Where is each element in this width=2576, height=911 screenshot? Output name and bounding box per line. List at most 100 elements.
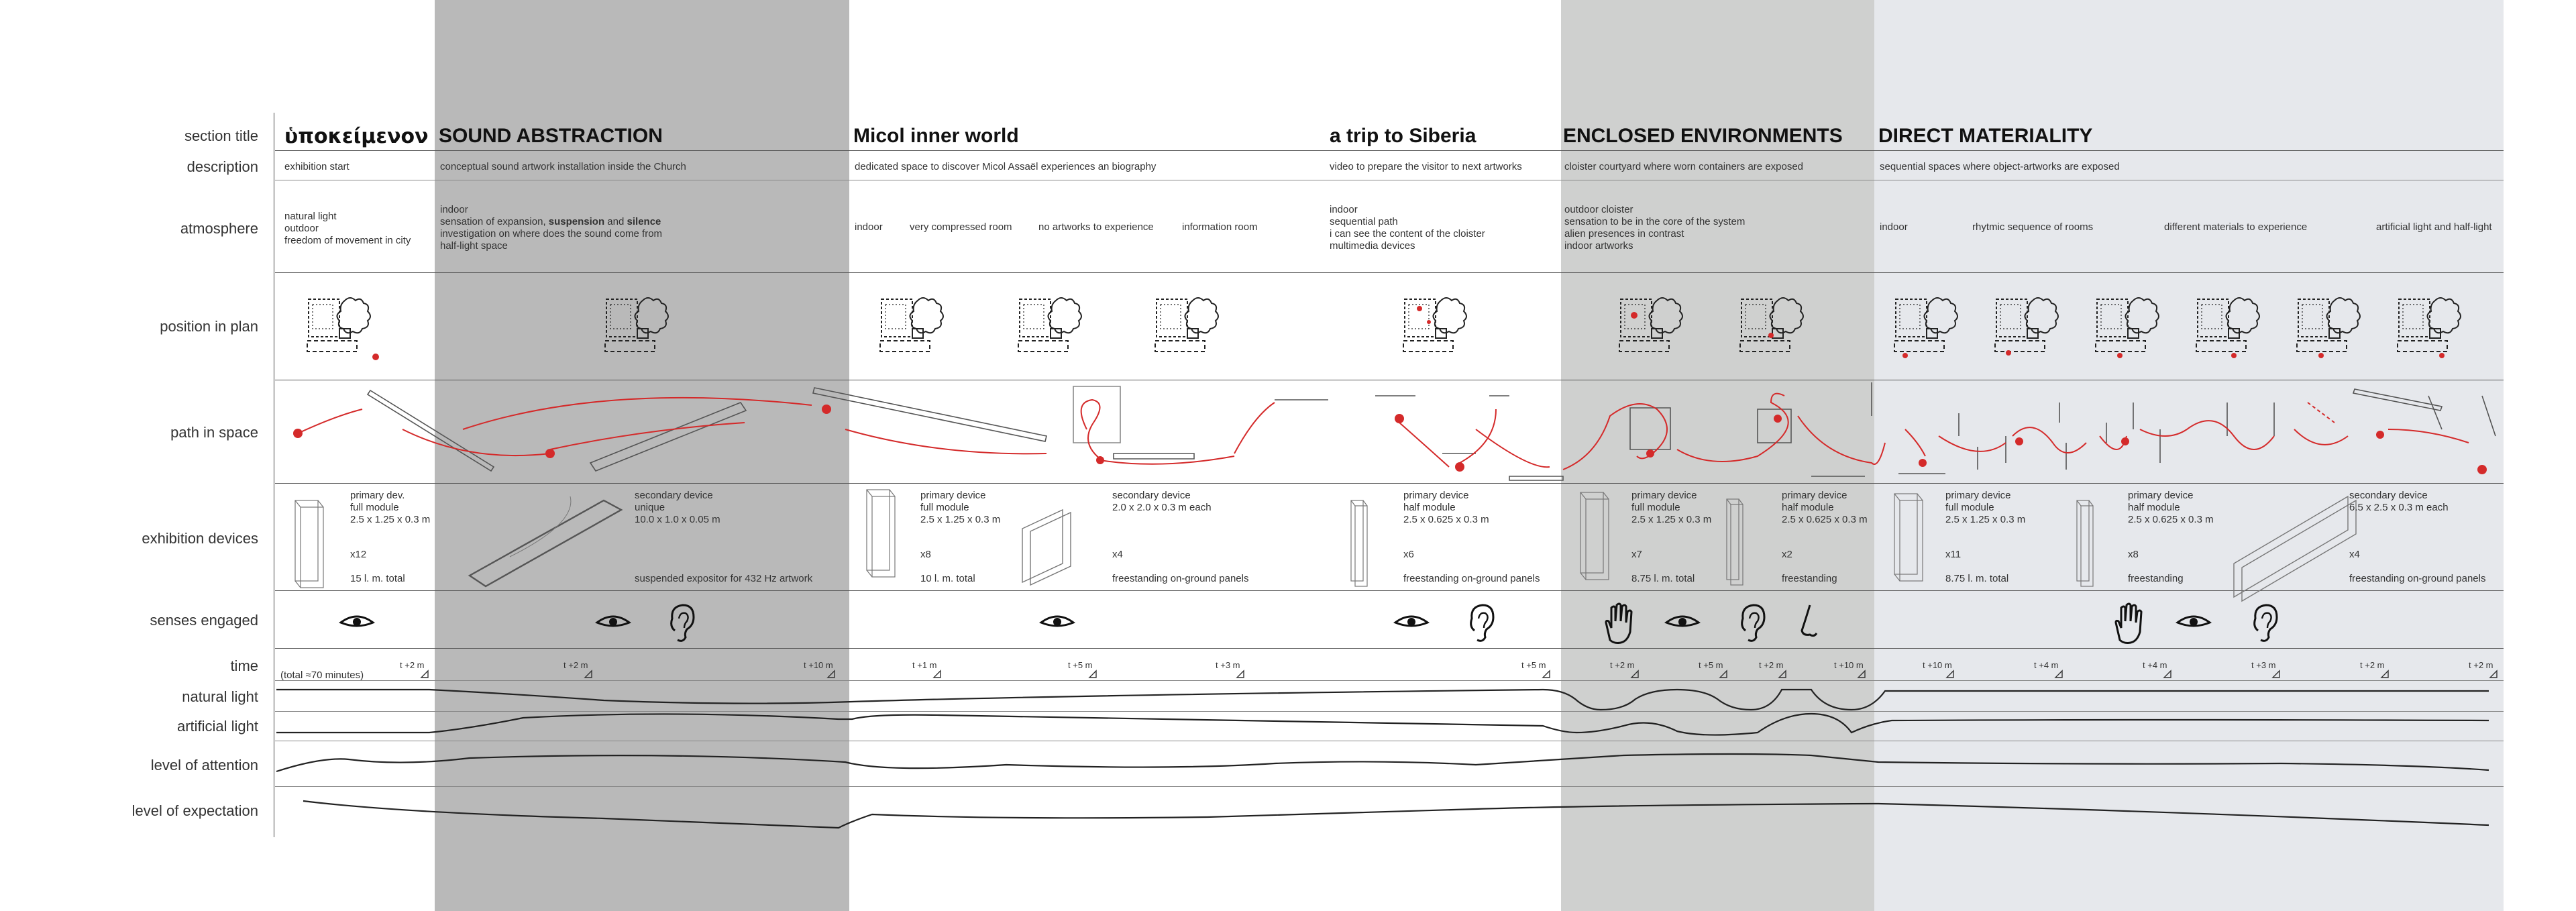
time-tick: t +10 m bbox=[1923, 660, 1952, 670]
device-direct-secondary-count: x4 bbox=[2349, 549, 2360, 560]
device-enclosed-full-count: x7 bbox=[1631, 549, 1642, 560]
level-of-attention-curve bbox=[276, 753, 2489, 773]
description-trip-to-siberia: video to prepare the visitor to next art… bbox=[1330, 161, 1522, 172]
path-in-space-drawings bbox=[293, 382, 2496, 481]
device-hypokeimenon-count: x12 bbox=[350, 549, 367, 560]
device-direct-full-count: x11 bbox=[1945, 549, 1962, 560]
level-curves bbox=[276, 688, 2489, 829]
plan-diagrams bbox=[307, 297, 2461, 360]
time-tick: t +2 m bbox=[564, 660, 588, 670]
time-tick: t +5 m bbox=[1521, 660, 1546, 670]
device-direct-half-note: freestanding bbox=[2128, 573, 2184, 584]
device-micol-primary-count: x8 bbox=[920, 549, 931, 560]
device-siberia-count: x6 bbox=[1403, 549, 1414, 560]
nose-icon bbox=[1801, 604, 1818, 637]
eye-icon bbox=[1665, 615, 1700, 627]
time-tick: t +2 m bbox=[2469, 660, 2493, 670]
device-enclosed-full-total: 8.75 l. m. total bbox=[1631, 573, 1695, 584]
row-divider bbox=[275, 711, 2504, 712]
description-direct-materiality: sequential spaces where object-artworks … bbox=[1880, 161, 2120, 172]
description-sound-abstraction: conceptual sound artwork installation in… bbox=[440, 161, 686, 172]
time-tick: t +2 m bbox=[400, 660, 425, 670]
row-label-level-of-expectation: level of expectation bbox=[131, 802, 258, 819]
row-label-position-in-plan: position in plan bbox=[160, 318, 258, 335]
row-label-path-in-space: path in space bbox=[170, 424, 258, 441]
device-enclosed-half-note: freestanding bbox=[1782, 573, 1837, 584]
row-label-section-title: section title bbox=[184, 127, 258, 144]
time-tick: t +3 m bbox=[1216, 660, 1240, 670]
device-micol-secondary-note: freestanding on-ground panels bbox=[1112, 573, 1249, 584]
time-tick: t +10 m bbox=[1834, 660, 1864, 670]
atmosphere-micol-2: very compressed room bbox=[910, 221, 1012, 233]
atmosphere-enclosed-environments: outdoor cloister sensation to be in the … bbox=[1564, 204, 1746, 252]
atmosphere-hypokeimenon: natural light outdoor freedom of movemen… bbox=[284, 211, 411, 246]
enclosed-environments-band bbox=[1561, 0, 1874, 911]
direct-materiality-band bbox=[1874, 0, 2504, 911]
natural-light-curve bbox=[276, 688, 2489, 711]
ear-icon bbox=[1741, 604, 1766, 642]
hand-icon bbox=[1605, 602, 1633, 644]
time-tick: t +5 m bbox=[1699, 660, 1723, 670]
row-label-time: time bbox=[230, 657, 258, 674]
row-label-senses-engaged: senses engaged bbox=[150, 612, 258, 629]
section-title-trip-to-siberia: a trip to Siberia bbox=[1330, 125, 1477, 147]
eye-icon bbox=[1040, 615, 1075, 627]
device-micol-secondary-count: x4 bbox=[1112, 549, 1123, 560]
ear-icon bbox=[1470, 604, 1495, 642]
description-micol-inner-world: dedicated space to discover Micol Assaël… bbox=[855, 161, 1157, 172]
device-direct-secondary-note: freestanding on-ground panels bbox=[2349, 573, 2486, 584]
device-micol-primary-total: 10 l. m. total bbox=[920, 573, 975, 584]
row-label-natural-light: natural light bbox=[182, 688, 258, 705]
row-divider bbox=[275, 272, 2504, 273]
eye-icon bbox=[1394, 615, 1429, 627]
description-enclosed-environments: cloister courtyard where worn containers… bbox=[1564, 161, 1804, 172]
time-tick: t +4 m bbox=[2143, 660, 2167, 670]
section-title-micol-inner-world: Micol inner world bbox=[853, 125, 1019, 147]
time-tick: t +2 m bbox=[2360, 660, 2385, 670]
time-tick: t +4 m bbox=[2034, 660, 2059, 670]
time-tick: t +5 m bbox=[1068, 660, 1093, 670]
eye-icon bbox=[2176, 615, 2211, 627]
time-tick: t +2 m bbox=[1610, 660, 1635, 670]
row-label-artificial-light: artificial light bbox=[176, 718, 258, 735]
row-label-description: description bbox=[186, 158, 258, 175]
atmosphere-micol-4: information room bbox=[1182, 221, 1258, 233]
time-total: (total ≈70 minutes) bbox=[280, 669, 364, 681]
description-hypokeimenon: exhibition start bbox=[284, 161, 350, 172]
row-label-atmosphere: atmosphere bbox=[180, 220, 258, 237]
time-tick: t +3 m bbox=[2251, 660, 2276, 670]
atmosphere-direct-1: indoor bbox=[1880, 221, 1908, 233]
device-siberia-note: freestanding on-ground panels bbox=[1403, 573, 1540, 584]
row-label-level-of-attention: level of attention bbox=[150, 757, 258, 773]
device-sound-note: suspended expositor for 432 Hz artwork bbox=[635, 573, 813, 584]
device-hypokeimenon-total: 15 l. m. total bbox=[350, 573, 405, 584]
atmosphere-trip-to-siberia: indoor sequential path i can see the con… bbox=[1330, 204, 1485, 252]
atmosphere-sound-abstraction: indoor sensation of expansion, suspensio… bbox=[440, 204, 663, 252]
row-label-exhibition-devices: exhibition devices bbox=[142, 530, 258, 547]
atmosphere-micol-1: indoor bbox=[855, 221, 883, 233]
atmosphere-direct-4: artificial light and half-light bbox=[2376, 221, 2492, 233]
row-divider bbox=[275, 648, 2504, 649]
time-tick: t +2 m bbox=[1759, 660, 1784, 670]
section-title-hypokeimenon: ὑποκείμενον bbox=[284, 125, 429, 148]
row-divider bbox=[275, 150, 2504, 151]
section-title-sound-abstraction: SOUND ABSTRACTION bbox=[439, 125, 663, 147]
time-tick: t +1 m bbox=[912, 660, 937, 670]
section-title-direct-materiality: DIRECT MATERIALITY bbox=[1878, 125, 2093, 147]
atmosphere-direct-2: rhytmic sequence of rooms bbox=[1972, 221, 2094, 233]
device-direct-full-total: 8.75 l. m. total bbox=[1945, 573, 2009, 584]
level-of-expectation-curve bbox=[303, 800, 2489, 829]
eye-icon bbox=[596, 615, 631, 627]
hand-icon bbox=[2114, 602, 2143, 644]
